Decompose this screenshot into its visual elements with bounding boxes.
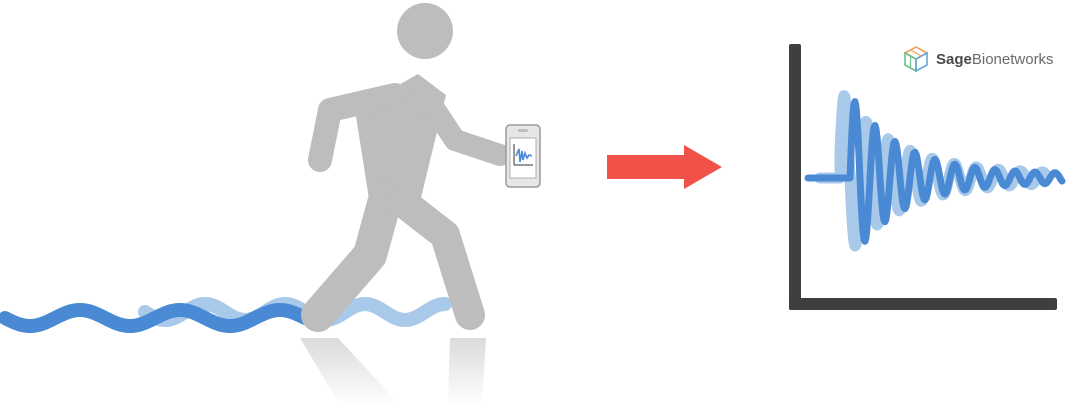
smartphone-icon (505, 124, 541, 188)
signal-dark (804, 98, 1066, 245)
person-reflection (300, 338, 486, 405)
sage-cube-icon (903, 46, 929, 73)
ground-wave-dark (0, 303, 312, 333)
chart-axes (789, 44, 1057, 310)
walking-person-icon (301, 3, 511, 332)
sage-bionetworks-logo: SageBionetworks (902, 44, 1054, 74)
logo-brand-rest: Bionetworks (971, 50, 1054, 68)
logo-brand-bold: Sage (936, 50, 972, 68)
right-arrow-icon (607, 145, 722, 189)
